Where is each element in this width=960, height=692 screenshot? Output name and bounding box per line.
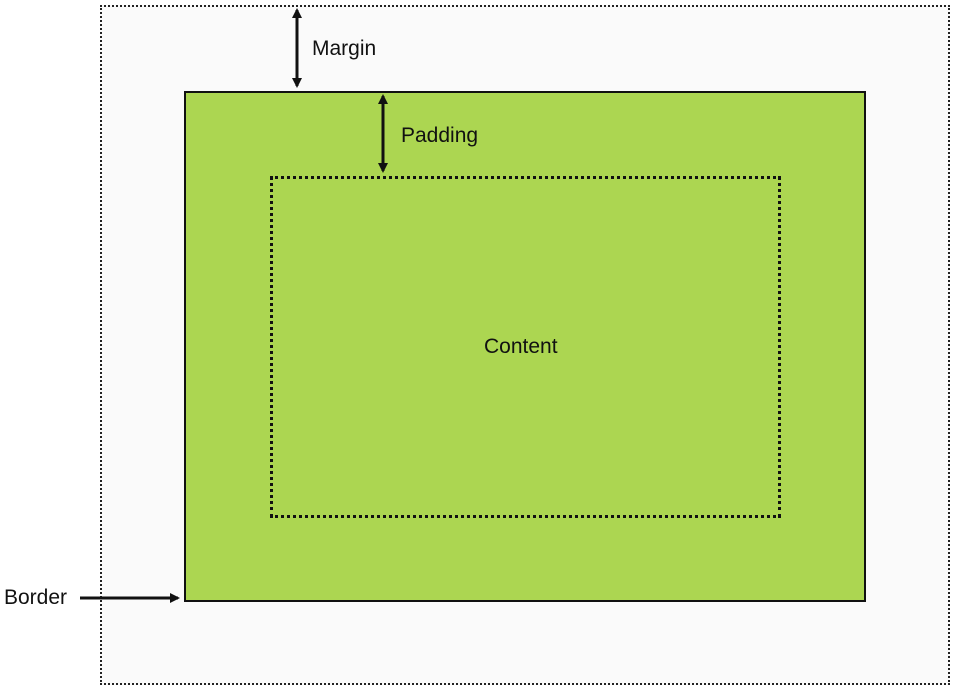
content-label: Content [484,335,558,358]
border-label: Border [4,586,68,609]
padding-label: Padding [401,124,479,147]
content-box [270,176,781,518]
margin-label: Margin [312,37,377,60]
